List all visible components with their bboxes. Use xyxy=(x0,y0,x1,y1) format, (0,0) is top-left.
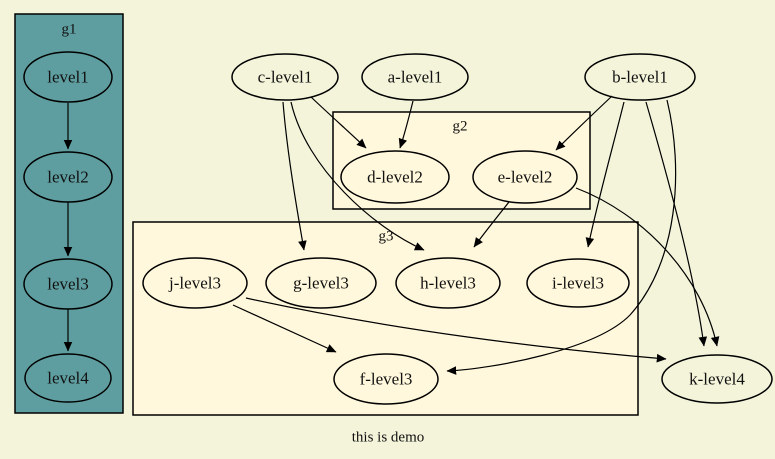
node-c-level1 xyxy=(231,53,339,101)
node-level1 xyxy=(23,51,113,103)
cluster-g3-label: g3 xyxy=(378,228,394,245)
node-e-level2-label: e-level2 xyxy=(497,167,553,187)
node-h-level3-label: h-level3 xyxy=(420,273,476,293)
node-i-level3-label: i-level3 xyxy=(552,273,604,293)
node-level2 xyxy=(23,151,113,203)
edge-b-level1-f-level3 xyxy=(446,99,677,375)
edge-c-level1-h-level3 xyxy=(290,101,425,251)
edge-e-level2-h-level3 xyxy=(473,201,510,248)
node-h-level3 xyxy=(395,257,501,309)
edge-c-level1-g-level3 xyxy=(282,101,307,251)
node-b-level1-label: b-level1 xyxy=(612,67,668,87)
node-level4 xyxy=(24,353,112,403)
edge-j-level3-f-level3 xyxy=(232,304,337,353)
edge-c-level1-d-level2 xyxy=(310,96,367,149)
node-a-level1-label: a-level1 xyxy=(387,67,443,87)
edge-b-level1-k-level4 xyxy=(645,101,708,347)
node-d-level2 xyxy=(340,150,450,204)
edge-a-level1-d-level2 xyxy=(398,100,414,149)
node-g-level3 xyxy=(265,257,377,309)
node-level3 xyxy=(23,258,113,310)
edge-e-level2-k-level4 xyxy=(575,187,720,347)
node-level3-label: level3 xyxy=(47,274,89,294)
node-j-level3-label: j-level3 xyxy=(169,273,221,293)
node-d-level2-label: d-level2 xyxy=(367,167,423,187)
cluster-g1-label: g1 xyxy=(61,21,77,38)
node-level2-label: level2 xyxy=(47,167,89,187)
node-j-level3 xyxy=(142,257,248,309)
cluster-g2-label: g2 xyxy=(452,118,468,135)
node-f-level3 xyxy=(333,353,439,405)
edge-b-level1-i-level3 xyxy=(585,101,625,248)
cluster-g3 xyxy=(132,221,639,416)
edge-j-level3-k-level4 xyxy=(245,297,667,363)
node-level4-label: level4 xyxy=(47,368,89,388)
node-k-level4 xyxy=(661,354,773,404)
node-e-level2 xyxy=(472,150,578,204)
cluster-g2 xyxy=(332,111,591,210)
node-a-level1 xyxy=(361,53,469,101)
node-k-level4-label: k-level4 xyxy=(689,369,745,389)
node-f-level3-label: f-level3 xyxy=(359,369,413,389)
node-i-level3 xyxy=(526,258,630,308)
edge-b-level1-e-level2 xyxy=(555,95,613,151)
node-g-level3-label: g-level3 xyxy=(293,273,349,293)
node-b-level1 xyxy=(584,53,696,101)
node-level1-label: level1 xyxy=(47,67,89,87)
node-c-level1-label: c-level1 xyxy=(257,67,313,87)
diagram-caption: this is demo xyxy=(351,429,425,446)
